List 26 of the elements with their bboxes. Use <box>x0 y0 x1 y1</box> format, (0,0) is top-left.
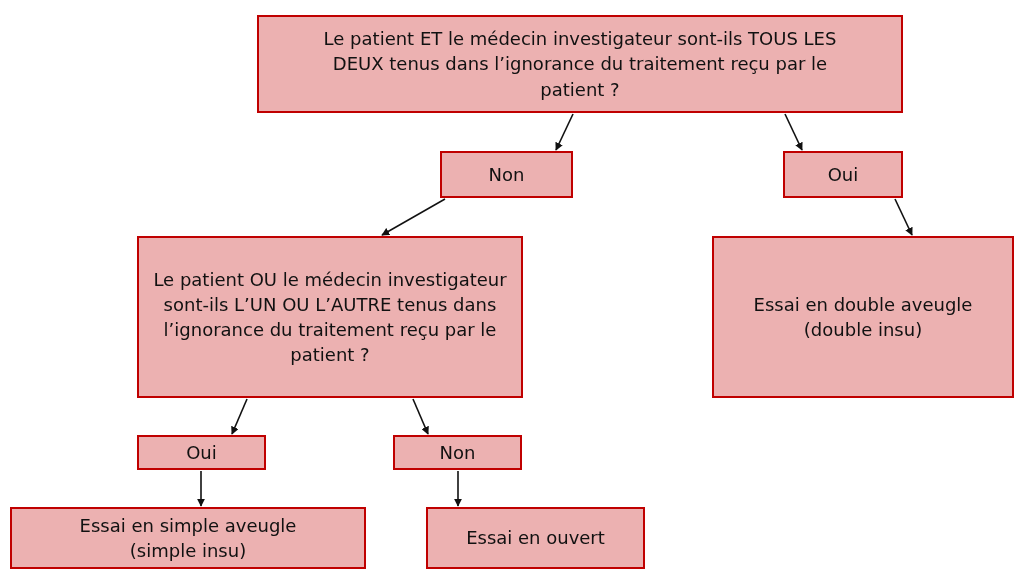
arrow <box>555 113 574 151</box>
decision-box <box>393 435 522 470</box>
decision-box <box>10 507 366 569</box>
decision-box <box>257 15 903 113</box>
arrow <box>381 198 446 236</box>
box-text: Essai en ouvert <box>466 526 605 551</box>
box-text: Non <box>488 162 525 187</box>
decision-box <box>712 236 1014 398</box>
box-text: Essai en simple aveugle (simple insu) <box>78 513 298 563</box>
arrow <box>894 198 913 236</box>
arrow <box>231 398 248 435</box>
box-text: Non <box>439 440 476 465</box>
arrow <box>197 470 205 507</box>
box-text: Le patient ET le médecin investigateur sont-ils TOUS LES DEUX tenus dans l’ignorance du traitement reçu par le patient ? <box>322 27 838 102</box>
decision-box <box>426 507 645 569</box>
box-text: Essai en double aveugle (double insu) <box>752 292 974 342</box>
arrow <box>784 113 803 151</box>
decision-box <box>137 236 523 398</box>
box-text: Le patient OU le médecin investigateur sont-ils L’UN OU L’AUTRE tenus dans l’ignorance du traitement reçu par le patient ? <box>153 267 507 368</box>
box-text: Oui <box>827 162 859 187</box>
arrow <box>454 470 462 507</box>
decision-box <box>783 151 903 198</box>
arrow <box>412 398 429 435</box>
box-text: Oui <box>186 440 217 465</box>
decision-box <box>137 435 266 470</box>
decision-box <box>440 151 573 198</box>
